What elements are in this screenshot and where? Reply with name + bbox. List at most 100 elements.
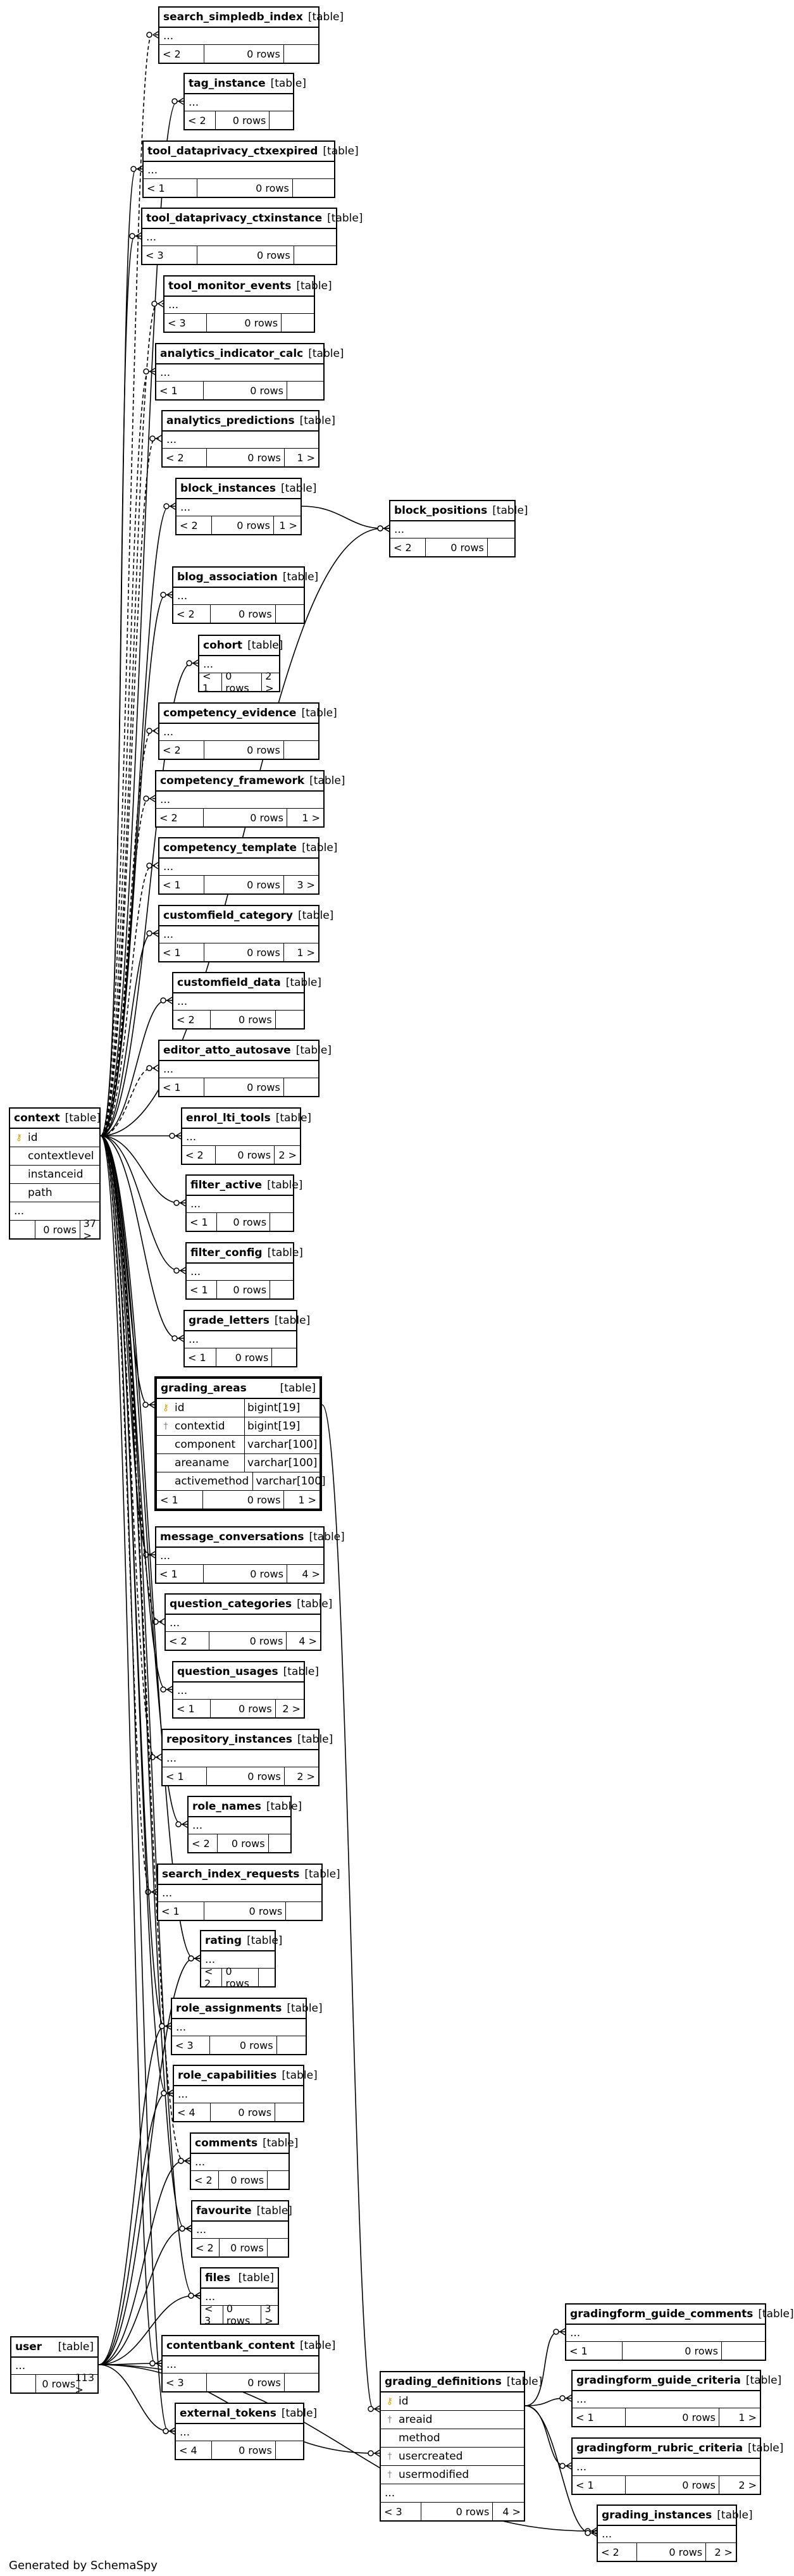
table-name[interactable]: role_names: [192, 1800, 261, 1813]
parent-count[interactable]: < 2: [180, 519, 198, 532]
table-name[interactable]: search_index_requests: [162, 1868, 300, 1881]
parent-count[interactable]: < 2: [185, 1148, 204, 1161]
parent-count[interactable]: < 2: [163, 744, 181, 756]
parent-count[interactable]: < 1: [163, 1081, 181, 1093]
child-count[interactable]: 113 >: [75, 2372, 97, 2396]
column-row[interactable]: †areaid: [381, 2411, 524, 2429]
child-count[interactable]: [275, 1011, 304, 1028]
child-count[interactable]: [293, 246, 336, 264]
child-count[interactable]: [276, 2036, 306, 2054]
table-name[interactable]: comments: [195, 2137, 258, 2150]
child-count[interactable]: 1 >: [283, 943, 318, 961]
parent-count[interactable]: < 1: [159, 384, 178, 397]
table-name[interactable]: gradingform_guide_comments: [570, 2308, 754, 2320]
table-name[interactable]: enrol_lti_tools: [186, 1112, 271, 1124]
child-count[interactable]: 1 >: [283, 449, 318, 466]
column-row[interactable]: ⚷id: [381, 2392, 524, 2411]
child-count[interactable]: [275, 605, 304, 623]
parent-count[interactable]: < 1: [166, 1770, 184, 1783]
child-count[interactable]: 2 >: [275, 1700, 304, 1717]
parent-count[interactable]: < 2: [166, 451, 184, 464]
table-name[interactable]: tool_dataprivacy_ctxinstance: [146, 212, 323, 225]
table-name[interactable]: favourite: [196, 2205, 252, 2217]
child-count[interactable]: 4 >: [286, 1565, 323, 1583]
parent-count[interactable]: < 2: [169, 1634, 187, 1647]
child-count[interactable]: [283, 2374, 318, 2391]
table-name[interactable]: rating: [205, 1934, 242, 1947]
table-name[interactable]: tool_dataprivacy_ctxexpired: [147, 145, 318, 158]
table-tool-dataprivacy-ctxexpired[interactable]: tool_dataprivacy_ctxexpired[table]...< 1…: [142, 140, 359, 198]
table-name[interactable]: question_categories: [170, 1598, 292, 1610]
column-row[interactable]: ...: [10, 1202, 99, 1221]
child-count[interactable]: 4 >: [492, 2503, 524, 2520]
column-row[interactable]: contextlevel: [10, 1147, 99, 1166]
parent-count[interactable]: < 3: [204, 2303, 213, 2327]
child-count[interactable]: 3 >: [283, 876, 318, 893]
parent-count[interactable]: < 1: [569, 2344, 588, 2357]
table-name[interactable]: grading_areas: [161, 1382, 247, 1395]
parent-count[interactable]: < 3: [384, 2505, 402, 2518]
table-name[interactable]: competency_template: [163, 842, 297, 854]
child-count[interactable]: [281, 314, 314, 332]
child-count[interactable]: [283, 741, 318, 759]
child-count[interactable]: [270, 1281, 293, 1298]
table-name[interactable]: filter_active: [190, 1179, 263, 1192]
parent-count[interactable]: < 1: [161, 1905, 180, 1917]
child-count[interactable]: 1 >: [273, 516, 301, 534]
child-count[interactable]: [487, 538, 514, 556]
column-row[interactable]: ⚷id: [10, 1129, 99, 1147]
column-row[interactable]: ...: [381, 2484, 524, 2503]
parent-count[interactable]: < 2: [163, 47, 181, 60]
child-count[interactable]: [721, 2342, 765, 2360]
table-name[interactable]: tool_monitor_events: [168, 280, 292, 292]
table-name[interactable]: gradingform_rubric_criteria: [576, 2442, 743, 2455]
parent-count[interactable]: < 1: [160, 1493, 178, 1506]
parent-count[interactable]: < 2: [204, 1965, 213, 1989]
table-name[interactable]: user: [15, 2341, 42, 2353]
parent-count[interactable]: < 3: [146, 249, 164, 261]
child-count[interactable]: [275, 2103, 303, 2121]
table-name[interactable]: gradingform_guide_criteria: [576, 2374, 741, 2387]
child-count[interactable]: 1 >: [283, 1491, 319, 1509]
parent-count[interactable]: < 1: [576, 2479, 594, 2491]
table-name[interactable]: customfield_category: [163, 909, 293, 922]
parent-count[interactable]: < 1: [576, 2411, 594, 2424]
parent-count[interactable]: < 1: [147, 182, 165, 194]
parent-count[interactable]: < 2: [192, 1837, 210, 1850]
table-name[interactable]: message_conversations: [160, 1531, 304, 1543]
parent-count[interactable]: < 1: [190, 1283, 208, 1296]
child-count[interactable]: [292, 179, 334, 197]
table-name[interactable]: cohort: [203, 639, 243, 652]
table-name[interactable]: grading_instances: [602, 2509, 712, 2522]
parent-count[interactable]: < 1: [163, 878, 181, 891]
table-name[interactable]: editor_atto_autosave: [163, 1044, 291, 1057]
child-count[interactable]: 2 >: [718, 2476, 760, 2494]
parent-count[interactable]: [11, 2375, 35, 2392]
table-name[interactable]: filter_config: [190, 1247, 263, 1259]
child-count[interactable]: [266, 2239, 288, 2256]
